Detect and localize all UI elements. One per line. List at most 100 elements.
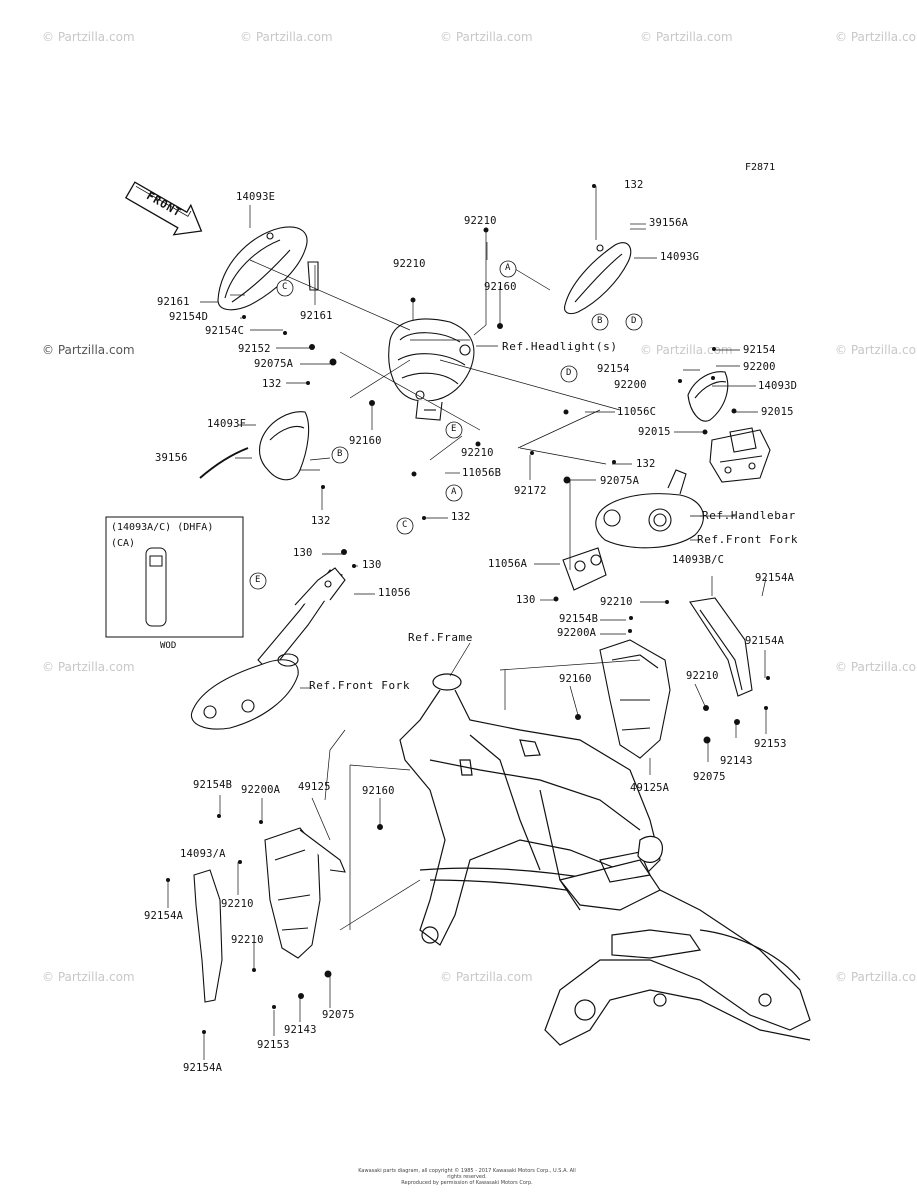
part-label: 14093/A	[180, 848, 226, 860]
part-label: 92143	[284, 1024, 317, 1036]
part-label: 132	[262, 378, 282, 390]
stay-11056	[257, 567, 346, 673]
watermark: © Partzilla.com	[42, 660, 135, 674]
callout-a: A	[505, 263, 511, 273]
cover-14093f	[199, 411, 310, 481]
cover-49125a	[599, 639, 671, 759]
part-label: 14093D	[758, 380, 798, 392]
watermark: © Partzilla.com	[835, 970, 917, 984]
part-label: 92200	[743, 361, 776, 373]
inset-part-label: WOD	[160, 641, 177, 651]
part-label: 14093G	[660, 251, 700, 263]
part-label: 92160	[362, 785, 395, 797]
watermark: © Partzilla.com	[42, 30, 135, 44]
part-label: 14093B/C	[672, 554, 725, 566]
watermark: © Partzilla.com	[640, 30, 733, 44]
part-label: 92161	[157, 296, 190, 308]
part-label: 92172	[514, 485, 547, 497]
part-label: 92160	[559, 673, 592, 685]
callout-d: D	[566, 368, 572, 378]
part-label: 11056B	[462, 467, 502, 479]
part-label: 49125A	[630, 782, 670, 794]
ref-frame: Ref.Frame	[408, 631, 474, 644]
part-label: 92015	[761, 406, 794, 418]
callout-d: D	[631, 316, 637, 326]
main-frame	[399, 673, 811, 1046]
figure-code: F2871	[745, 162, 776, 173]
copyright-footer: Kawasaki parts diagram, all copyright © …	[352, 1168, 582, 1186]
front-arrow-icon	[124, 181, 203, 236]
part-label: 92153	[257, 1039, 290, 1051]
part-label: 92154	[597, 363, 630, 375]
inset-part-wod	[145, 547, 167, 627]
part-label: 92152	[238, 343, 271, 355]
cover-14093bc	[689, 597, 753, 697]
part-label: 92200	[614, 379, 647, 391]
bracket-11056a	[562, 547, 607, 591]
part-label: 92075A	[254, 358, 294, 370]
part-label: 11056	[378, 587, 411, 599]
ref-headlight: Ref.Headlight(s)	[502, 340, 618, 353]
part-label: 130	[362, 559, 382, 571]
watermark: © Partzilla.com	[835, 660, 917, 674]
watermark: © Partzilla.com	[42, 970, 135, 984]
cover-49125	[264, 827, 346, 959]
part-label: 11056C	[617, 406, 657, 418]
part-label: 92161	[300, 310, 333, 322]
part-label: 132	[311, 515, 331, 527]
part-label: 132	[624, 179, 644, 191]
footer-line: Reproduced by permission of Kawasaki Mot…	[401, 1180, 533, 1186]
watermark: © Partzilla.com	[42, 343, 135, 357]
inset-subtitle: (CA)	[111, 538, 136, 549]
part-label: 92154B	[559, 613, 599, 625]
footer-line: Kawasaki parts diagram, all copyright © …	[358, 1168, 576, 1180]
part-label: 14093F	[207, 418, 247, 430]
ref-front-fork: Ref.Front Fork	[697, 533, 799, 546]
part-label: 92154	[743, 344, 776, 356]
callout-b: B	[597, 316, 603, 326]
ref-handlebar: Ref.Handlebar	[702, 509, 796, 522]
callout-a: A	[451, 487, 457, 497]
part-label: 132	[636, 458, 656, 470]
part-label: 92210	[686, 670, 719, 682]
part-label: 132	[451, 511, 471, 523]
watermark: © Partzilla.com	[835, 30, 917, 44]
part-label: 92153	[754, 738, 787, 750]
fasteners	[166, 184, 770, 1034]
part-label: 49125	[298, 781, 331, 793]
callout-circles	[249, 260, 643, 590]
inset-box	[105, 516, 244, 638]
part-label: 92154A	[144, 910, 184, 922]
watermark: © Partzilla.com	[440, 30, 533, 44]
cover-14093g	[564, 242, 632, 315]
callout-b: B	[337, 449, 343, 459]
fork-top-bracket	[595, 469, 704, 549]
part-label: 92075A	[600, 475, 640, 487]
part-label: 92075	[322, 1009, 355, 1021]
part-label: 92154D	[169, 311, 209, 323]
watermark: © Partzilla.com	[835, 343, 917, 357]
part-label: 92154A	[755, 572, 795, 584]
part-label: 92200A	[241, 784, 281, 796]
callout-c: C	[282, 282, 288, 292]
part-label: 92210	[461, 447, 494, 459]
cover-14093a	[193, 869, 223, 1003]
part-label: 39156	[155, 452, 188, 464]
part-label: 92210	[231, 934, 264, 946]
part-label: 92015	[638, 426, 671, 438]
part-label: 92160	[349, 435, 382, 447]
fork-bottom-bracket	[190, 653, 299, 730]
part-label: 92154A	[183, 1062, 223, 1074]
part-label: 92075	[693, 771, 726, 783]
part-label: 92143	[720, 755, 753, 767]
watermark: © Partzilla.com	[240, 30, 333, 44]
part-label: 130	[516, 594, 536, 606]
part-label: 39156A	[649, 217, 689, 229]
leader-lines	[167, 186, 767, 1060]
ref-arrows	[476, 345, 702, 517]
part-label: 92210	[221, 898, 254, 910]
callout-e: E	[255, 575, 261, 585]
part-label: 11056A	[488, 558, 528, 570]
